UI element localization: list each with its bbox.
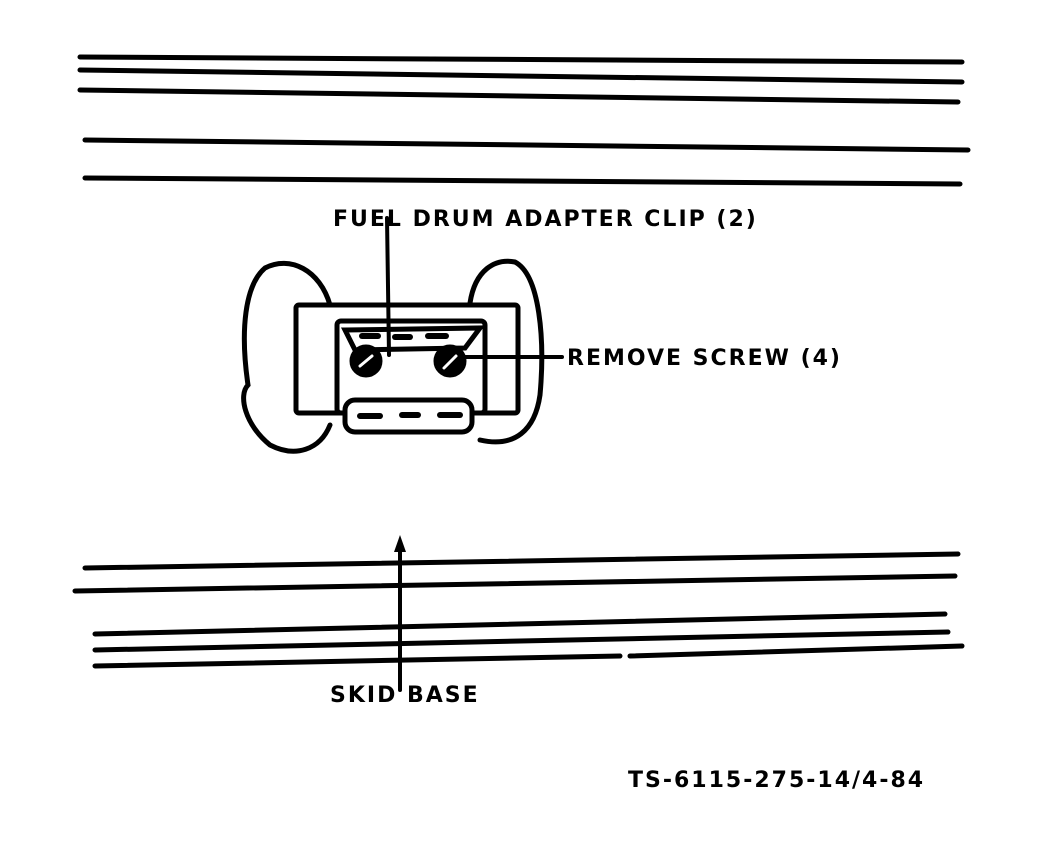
rail-line: [92, 653, 623, 669]
rail-line: [82, 137, 971, 153]
rail-line: [92, 611, 948, 637]
rail-line: [77, 67, 965, 85]
rail-line: [82, 175, 963, 187]
skid-arrowhead-icon: [394, 535, 406, 552]
rail-line: [627, 643, 965, 659]
rail-line: [92, 629, 951, 653]
clip-upper: [340, 325, 486, 353]
rail-line: [77, 54, 965, 65]
skid-base-label: SKID BASE: [330, 683, 480, 708]
figure-id: TS-6115-275-14/4-84: [628, 768, 925, 793]
right-drum-outline: [467, 258, 545, 445]
rail-line: [82, 551, 961, 571]
left-drum-outline: [241, 260, 333, 454]
clip-label: FUEL DRUM ADAPTER CLIP (2): [333, 207, 758, 232]
lower-rail-lines: [72, 551, 965, 669]
rail-line: [77, 87, 961, 105]
clip-leader-line: [385, 216, 391, 357]
adapter-clip-assembly: [241, 258, 545, 454]
screw-label: REMOVE SCREW (4): [567, 346, 842, 371]
upper-rail-lines: [77, 54, 971, 187]
rail-line: [72, 573, 958, 594]
